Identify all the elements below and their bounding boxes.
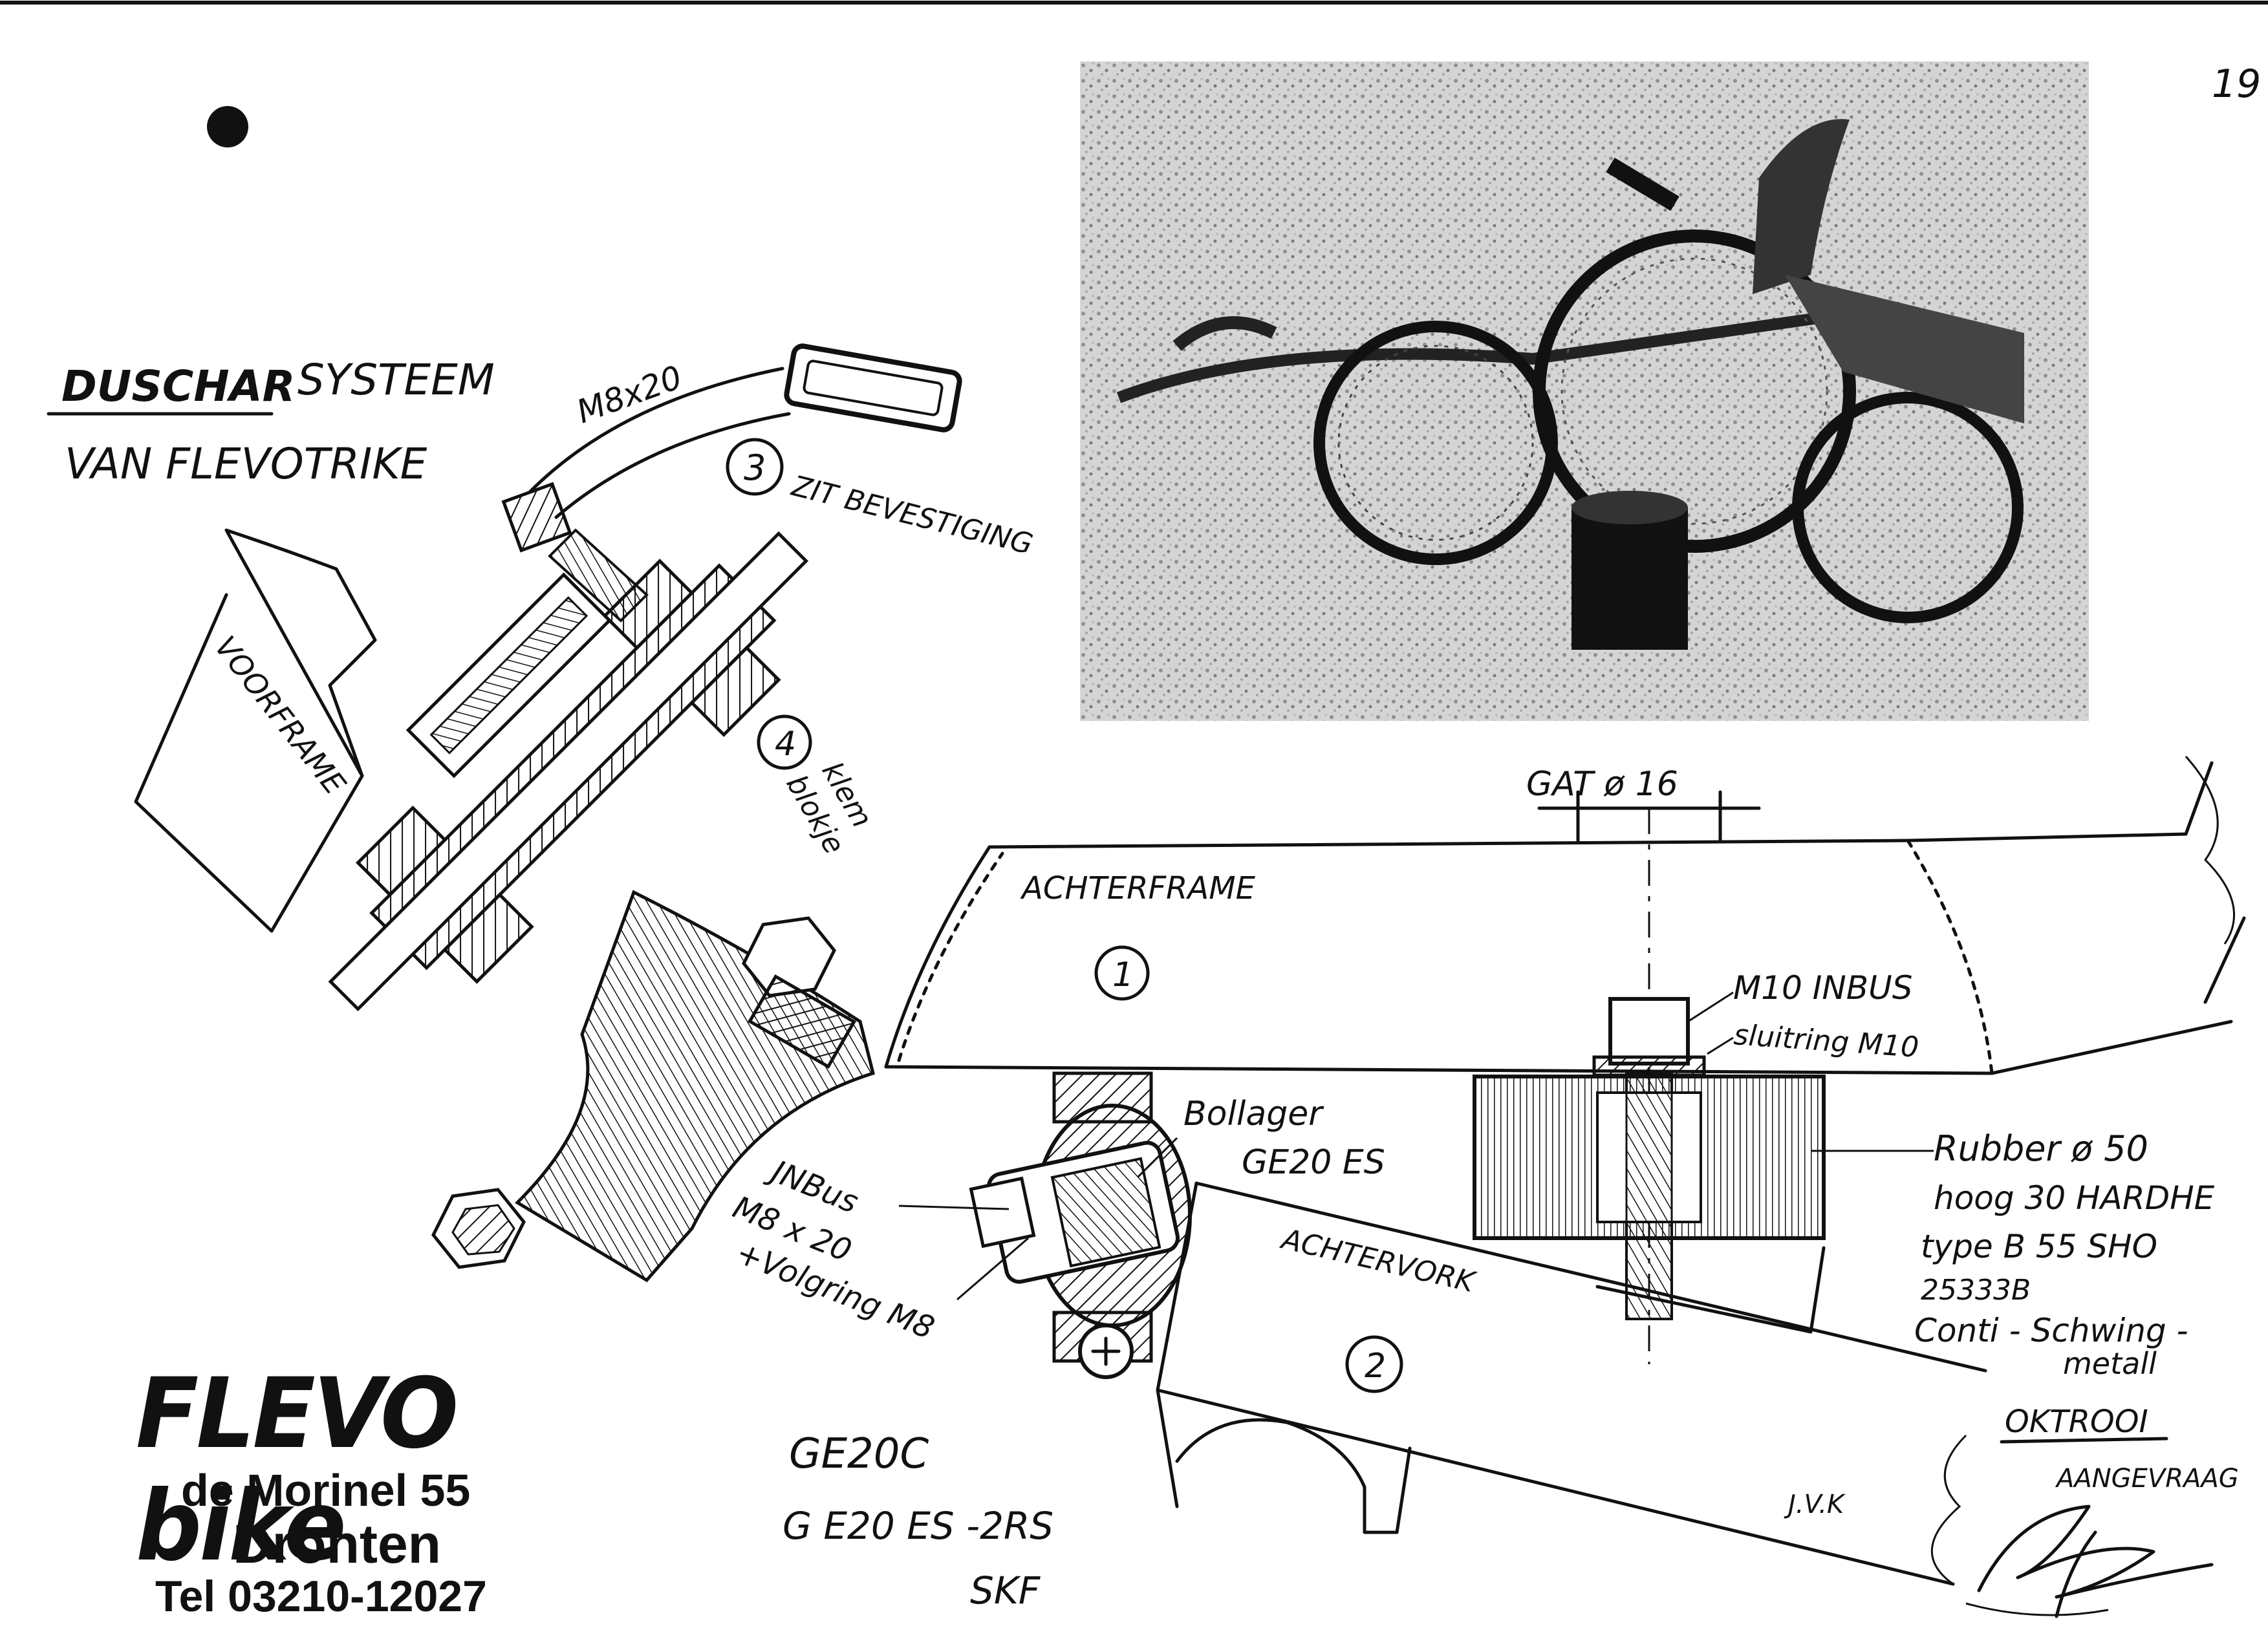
drawing-title: DUSCHAR SYSTEEM VAN FLEVOTRIKE bbox=[47, 355, 495, 489]
rubber-line4: 25333B bbox=[1921, 1274, 2031, 1307]
part1-circle bbox=[1094, 945, 1150, 1001]
flevo-bike-logo: FLEVO bike bbox=[136, 1358, 459, 1583]
skf-label: SKF bbox=[970, 1569, 1041, 1612]
part2-number: 2 bbox=[1365, 1347, 1386, 1386]
punch-hole-icon bbox=[207, 106, 248, 147]
rubber-line6: metall bbox=[2063, 1346, 2157, 1381]
bolt-m8-top bbox=[501, 482, 572, 553]
rubber-line5: Conti - Schwing - bbox=[1914, 1312, 2188, 1349]
oktrooi-underline bbox=[2000, 1437, 2168, 1444]
bearing-bottom-left bbox=[442, 892, 534, 984]
rubber-line3: type B 55 SHO bbox=[1921, 1228, 2157, 1265]
oktrooi-label: OKTROOI bbox=[2005, 1404, 2148, 1440]
bollager-type: GE20 ES bbox=[1242, 1143, 1385, 1182]
bearing-top-left bbox=[355, 805, 448, 897]
title-system: SYSTEEM bbox=[297, 355, 495, 405]
ge20es2rs-label: G E20 ES -2RS bbox=[783, 1504, 1053, 1548]
sluitring-label: sluitring M10 bbox=[1733, 1018, 1919, 1064]
company-address: de Morinel 55 bbox=[181, 1465, 471, 1516]
achtervork bbox=[1156, 1181, 1987, 1586]
part3-text: ZIT BEVESTIGING bbox=[788, 469, 1036, 561]
ge20c-label: GE20C bbox=[789, 1430, 929, 1478]
rubber-spec: Rubber ø 50 hoog 30 HARDHE type B 55 SHO… bbox=[1914, 1128, 2215, 1381]
part2-circle bbox=[1345, 1335, 1403, 1393]
title-line2: VAN FLEVOTRIKE bbox=[65, 439, 427, 489]
bollager-label: Bollager bbox=[1183, 1095, 1324, 1133]
aangevraagd-label: AANGEVRAAG bbox=[2055, 1464, 2239, 1494]
trike-photo bbox=[1080, 61, 2089, 721]
gat-label: GAT ø 16 bbox=[1526, 765, 1678, 804]
title-name: DUSCHAR bbox=[61, 361, 296, 411]
bearing-bottom-right bbox=[689, 645, 781, 737]
part3-number: 3 bbox=[744, 447, 766, 488]
company-stamp: FLEVO bike de Morinel 55 Dronten Tel 032… bbox=[136, 1358, 627, 1629]
ball-bearing-pivot bbox=[969, 1071, 1192, 1379]
part3-circle bbox=[726, 438, 784, 496]
company-phone: Tel 03210-12027 bbox=[155, 1572, 487, 1621]
mount-nut bbox=[742, 916, 857, 1069]
achtervork-label: ACHTERVORK bbox=[1277, 1222, 1480, 1299]
voorframe-label: VOORFRAME bbox=[208, 630, 352, 801]
seat-support bbox=[501, 343, 962, 623]
company-city: Dronten bbox=[233, 1514, 441, 1574]
seat-mount-plate bbox=[784, 343, 962, 433]
part4-number: 4 bbox=[775, 725, 796, 764]
initials: J.V.K bbox=[1784, 1490, 1846, 1519]
voorframe-tube: VOORFRAME bbox=[134, 528, 377, 933]
page-number: 19 bbox=[2212, 61, 2261, 107]
signature-icon bbox=[1977, 1505, 2214, 1618]
part1-number: 1 bbox=[1112, 956, 1134, 994]
inbus-note: JNBus M8 x 20 +Volgring M8 bbox=[728, 1152, 1029, 1347]
steering-axle bbox=[328, 531, 809, 1012]
rubber-line1: Rubber ø 50 bbox=[1934, 1128, 2148, 1169]
head-tube-assembly bbox=[328, 531, 809, 1012]
part4-circle bbox=[757, 714, 812, 770]
achterframe bbox=[884, 756, 2246, 1075]
bottom-nut bbox=[431, 1188, 526, 1269]
m10-inbus-label: M10 INBUS bbox=[1733, 969, 1912, 1007]
threaded-insert bbox=[548, 528, 649, 623]
achterframe-label: ACHTERFRAME bbox=[1020, 870, 1256, 906]
rubber-line2: hoog 30 HARDHE bbox=[1934, 1179, 2215, 1217]
